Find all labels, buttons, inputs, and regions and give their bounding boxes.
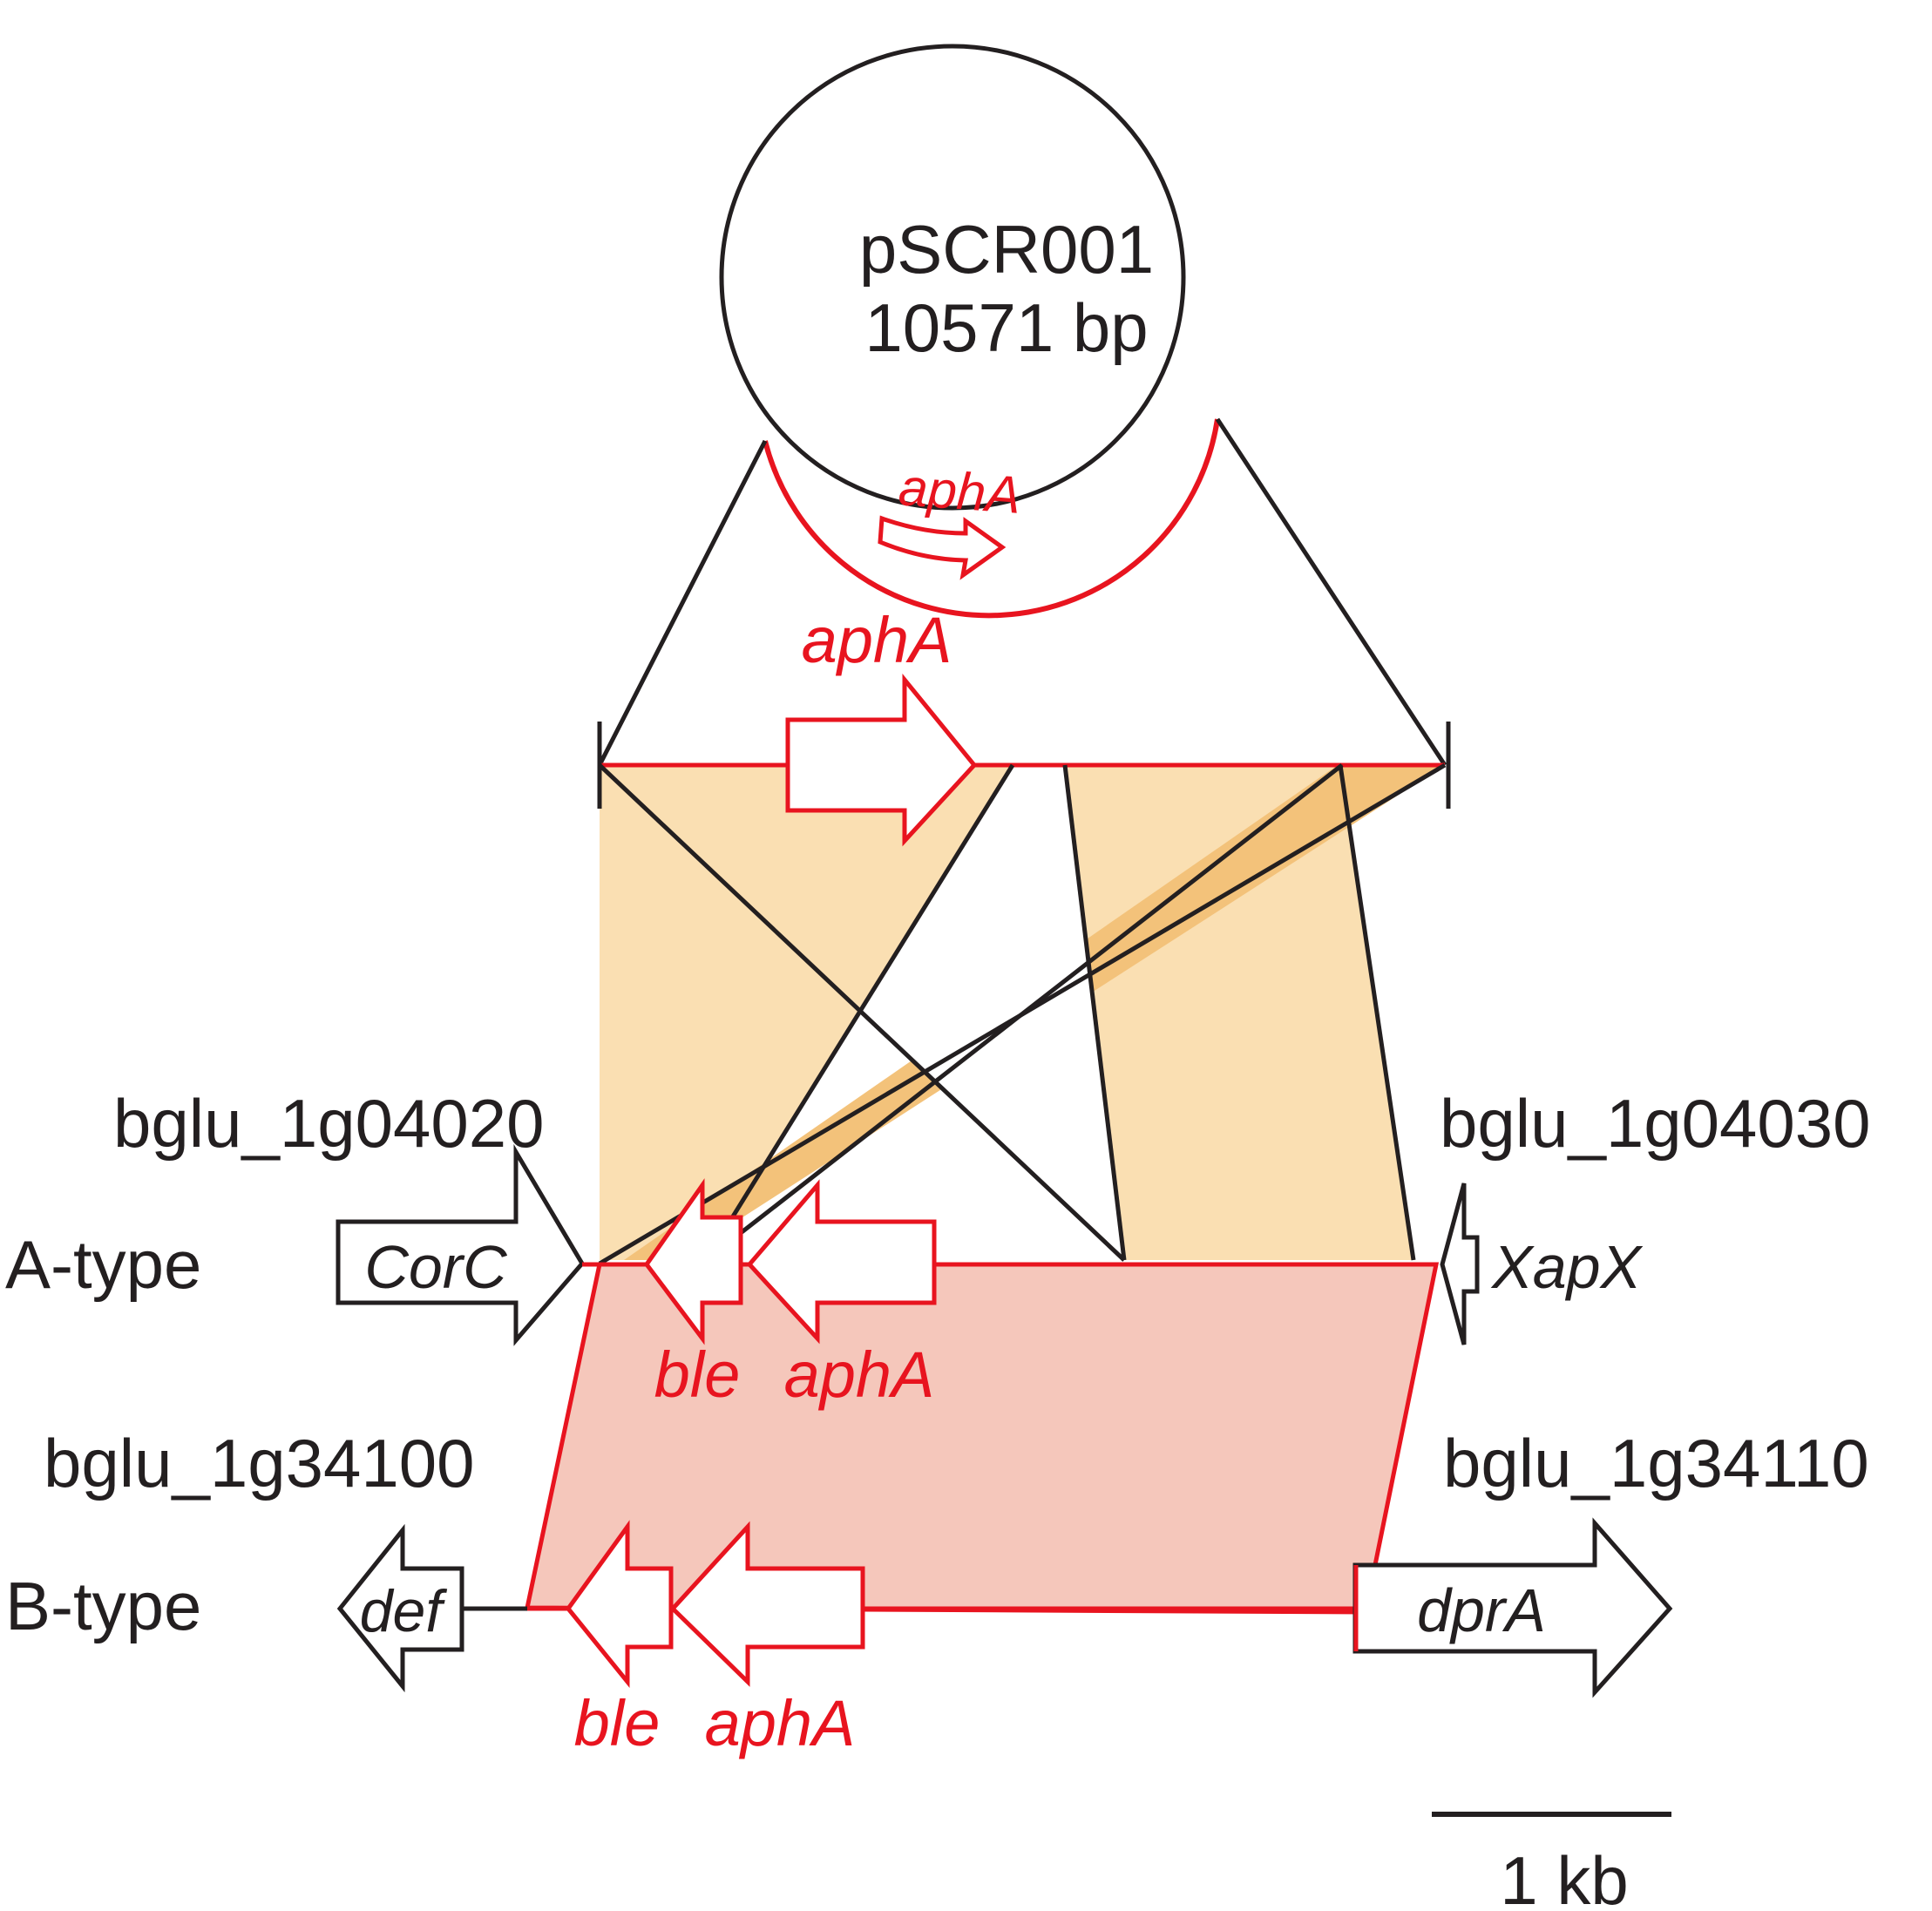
a-b-shared-region — [524, 1262, 1440, 1615]
expansion-line-left — [597, 439, 768, 767]
homology-edge-2 — [703, 763, 1015, 1262]
a-type-aphA-arrow — [746, 1179, 937, 1345]
a-type-ble-arrow — [643, 1178, 743, 1345]
homology-band-left — [600, 765, 1013, 1260]
plasmid-aphA-label: aphA — [897, 457, 1022, 525]
scale-bar-label: 1 kb — [1500, 1842, 1628, 1911]
b-type-right-locus: bglu_1g34110 — [1443, 1425, 1869, 1501]
homology-edge-3 — [1062, 764, 1127, 1261]
b-type-label: B-type — [5, 1568, 201, 1644]
unshaded-gap — [906, 765, 1124, 1260]
b-type-left-locus: bglu_1g34100 — [44, 1425, 475, 1501]
a-type-aphA-label: aphA — [784, 1338, 935, 1411]
cassette-aphA-arrow — [785, 673, 978, 847]
def-gene-label: def — [360, 1578, 448, 1644]
homology-edge-4 — [1338, 764, 1416, 1261]
corC-gene-arrow — [336, 1143, 586, 1346]
a-type-right-locus: bglu_1g04030 — [1440, 1085, 1871, 1162]
b-type-ble-label: ble — [574, 1687, 661, 1759]
xapX-gene-label: XapX — [1490, 1233, 1644, 1301]
corC-gene-label: CorC — [364, 1233, 507, 1301]
dprA-gene-label: dprA — [1417, 1576, 1546, 1644]
plasmid-aphA-arrow — [878, 515, 1007, 580]
homology-edge-1 — [598, 763, 1126, 1262]
plasmid-size: 10571 bp — [864, 289, 1148, 366]
a-type-ble-label: ble — [654, 1338, 741, 1411]
a-type-label: A-type — [5, 1226, 201, 1303]
b-type-aphA-arrow — [669, 1521, 865, 1687]
xapX-gene-arrow — [1440, 1183, 1480, 1345]
dprA-gene-arrow — [1352, 1517, 1673, 1698]
plasmid-insert-arc — [763, 418, 1220, 619]
a-type-left-locus: bglu_1g04020 — [113, 1085, 545, 1162]
plasmid-circle — [719, 44, 1186, 511]
homology-band-right — [1065, 765, 1413, 1260]
homology-edge-6 — [704, 763, 1344, 1262]
b-type-aphA-label: aphA — [705, 1687, 856, 1759]
cassette-aphA-label: aphA — [802, 604, 952, 676]
expansion-line-right — [1215, 417, 1447, 767]
plasmid-name: pSCR001 — [859, 211, 1154, 288]
